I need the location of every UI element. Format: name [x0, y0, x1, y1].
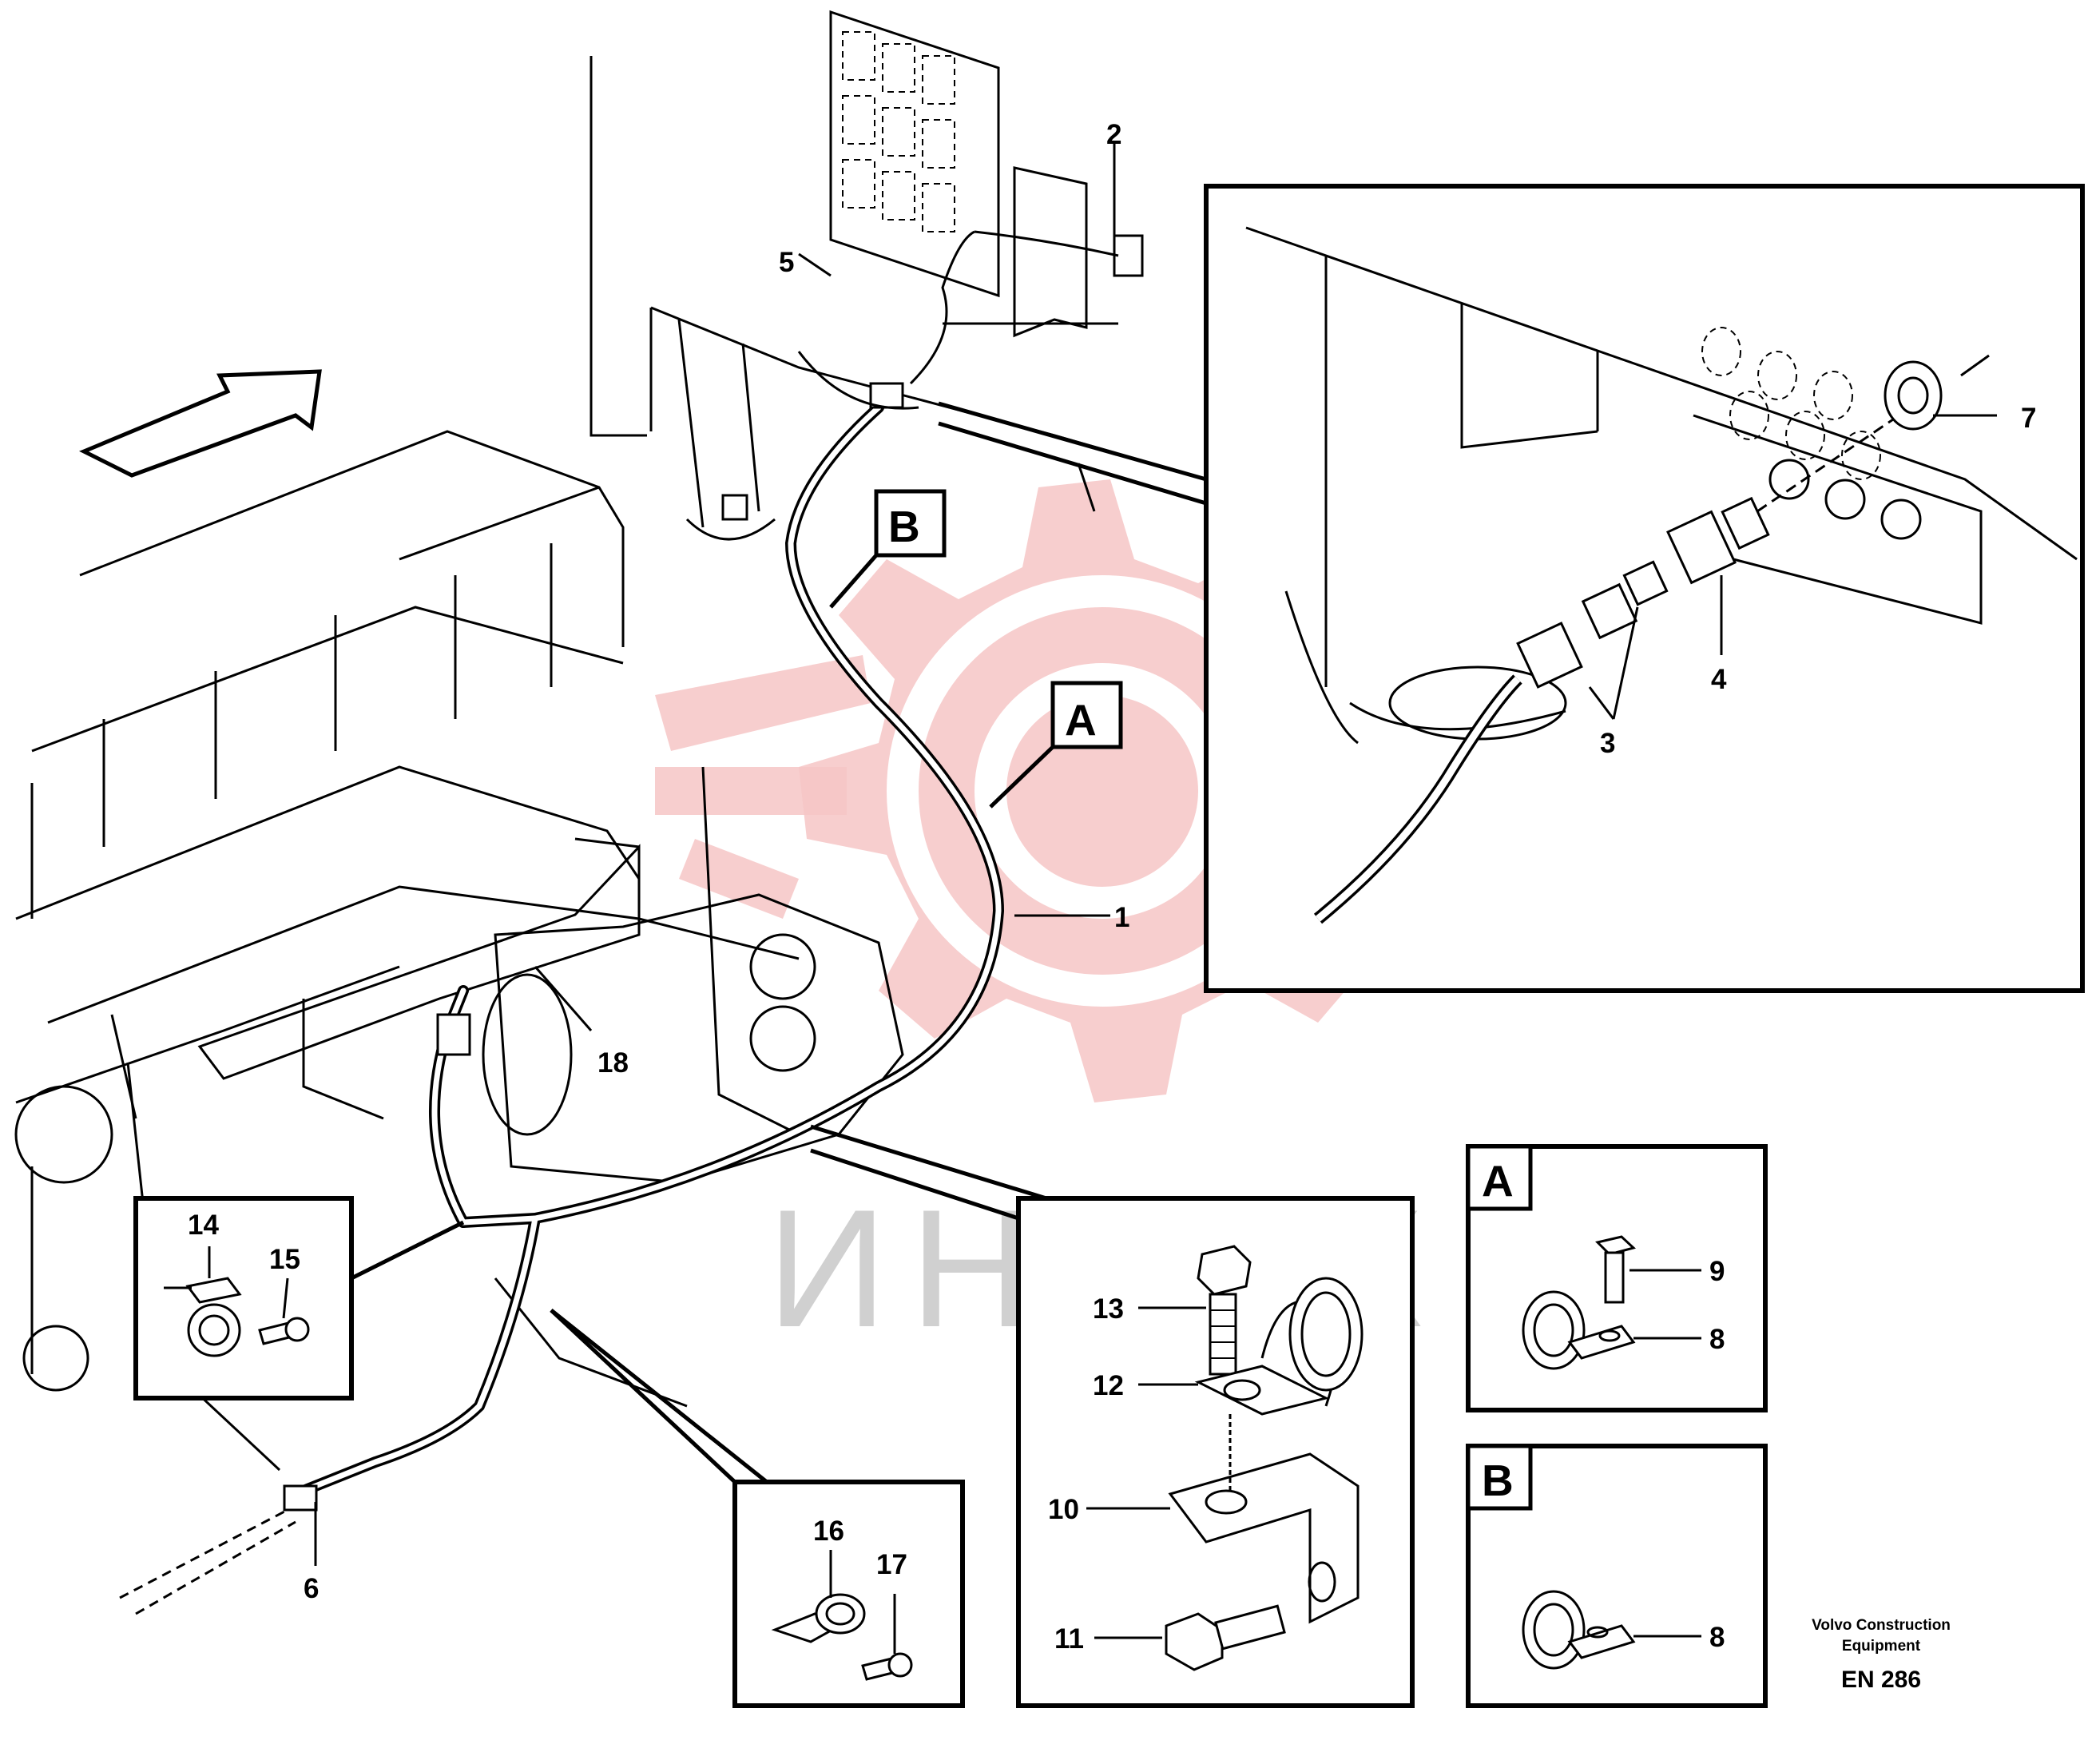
- callout-8-a: 8: [1709, 1324, 1725, 1355]
- detail-box-b-title: B: [1482, 1456, 1514, 1505]
- footer-line-2: Equipment: [1842, 1638, 1921, 1655]
- callout-15: 15: [269, 1244, 300, 1275]
- footer: Volvo Construction Equipment EN 286: [1812, 1617, 1951, 1693]
- detail-box-a-title: A: [1482, 1156, 1514, 1206]
- callout-13: 13: [1093, 1293, 1124, 1325]
- detail-clamp-14-15: [133, 1196, 465, 1400]
- detail-clamp-assembly: [810, 1124, 1415, 1708]
- callout-7: 7: [2021, 403, 2036, 434]
- callout-17: 17: [876, 1549, 907, 1580]
- callout-9: 9: [1709, 1256, 1725, 1287]
- detail-tag-a-label: A: [1065, 695, 1097, 745]
- engine-block: [14, 430, 800, 1472]
- callout-5: 5: [779, 247, 794, 278]
- callout-12: 12: [1093, 1370, 1124, 1401]
- fuse-panel: [829, 10, 1144, 338]
- footer-code: EN 286: [1841, 1667, 1921, 1693]
- control-unit: [197, 837, 641, 1080]
- callout-10: 10: [1048, 1494, 1079, 1525]
- callout-4: 4: [1711, 664, 1727, 695]
- callout-14: 14: [188, 1210, 219, 1241]
- harness-connectors: [119, 230, 1119, 1615]
- detail-tag-b-label: B: [888, 502, 920, 551]
- callout-16: 16: [813, 1516, 844, 1547]
- detail-box-b: B: [1466, 1444, 1768, 1708]
- detail-clamp-16-17: [550, 1309, 965, 1708]
- starter-motor: [482, 893, 904, 1408]
- detail-tag-b: B: [829, 489, 947, 609]
- detail-tag-a: A: [989, 681, 1123, 808]
- leaders: [314, 144, 1118, 1566]
- callout-numbers: 2 5 7 4 3 1 18 6 14 15 16 17 13 12 10 11…: [188, 119, 2036, 1655]
- watermark-swoosh: [655, 655, 871, 919]
- callout-3: 3: [1600, 728, 1615, 759]
- detail-fittings: [938, 184, 2085, 993]
- direction-arrow-icon: [78, 369, 322, 478]
- callout-18: 18: [597, 1047, 629, 1079]
- detail-box-a: A: [1466, 1144, 1768, 1412]
- callout-8-b: 8: [1709, 1622, 1725, 1653]
- callout-2: 2: [1106, 119, 1121, 150]
- callout-11: 11: [1054, 1623, 1084, 1655]
- callout-1: 1: [1114, 902, 1129, 933]
- footer-line-1: Volvo Construction: [1812, 1617, 1951, 1634]
- callout-6: 6: [304, 1573, 319, 1604]
